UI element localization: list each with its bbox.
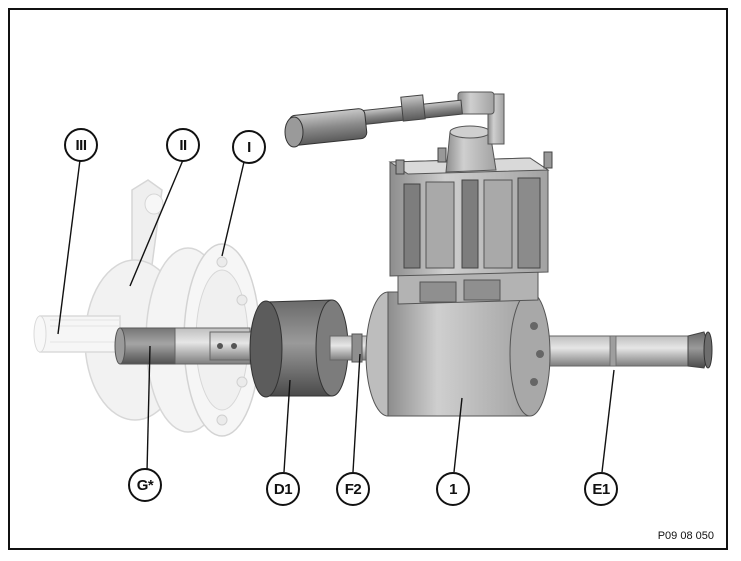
leader-lines (57, 159, 615, 473)
callout-f2: F2 (336, 472, 370, 506)
puller-spindle (114, 327, 255, 365)
callout-iii: III (64, 128, 98, 162)
callout-i: I (232, 130, 266, 164)
figure-reference: P09 08 050 (657, 530, 714, 542)
hydraulic-unit-body (365, 91, 553, 417)
wheel-hub-ghost (33, 179, 261, 437)
pump-handle (284, 94, 463, 148)
callout-ii: II (166, 128, 200, 162)
figure-frame: III II I G* D1 F2 1 E1 P09 08 050 (8, 8, 728, 550)
callout-g-star: G* (128, 468, 162, 502)
tool-illustration (33, 91, 713, 473)
callout-e1: E1 (584, 472, 618, 506)
callout-1: 1 (436, 472, 470, 506)
callout-d1: D1 (266, 472, 300, 506)
shaft-e1 (529, 331, 713, 369)
